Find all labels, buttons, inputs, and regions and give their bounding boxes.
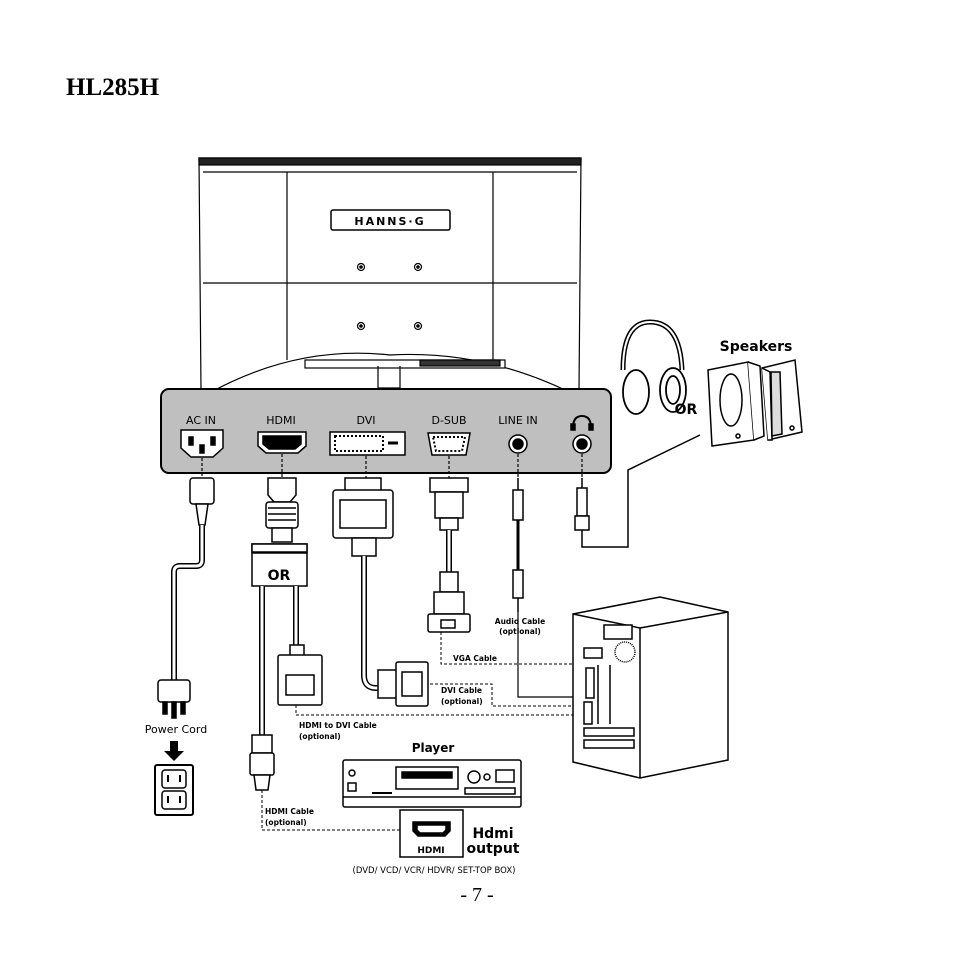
cable-routes bbox=[261, 632, 585, 831]
player-label: Player bbox=[412, 741, 455, 755]
audio-route bbox=[517, 612, 582, 698]
hdmi-cable-optional: (optional) bbox=[265, 818, 307, 827]
power-cord-label: Power Cord bbox=[145, 723, 207, 736]
or-label-cables: OR bbox=[268, 568, 291, 584]
hdmi-cable-end-plug bbox=[249, 734, 275, 791]
hdmi-to-dvi-label: HDMI to DVI Cable bbox=[299, 721, 377, 730]
or-box-cables bbox=[251, 552, 308, 587]
port-label-line-in: LINE IN bbox=[498, 414, 538, 427]
port-panel bbox=[160, 388, 612, 474]
hdmi-to-dvi-optional: (optional) bbox=[299, 732, 341, 741]
player-types-label: (DVD/ VCD/ VCR/ HDVR/ SET-TOP BOX) bbox=[353, 866, 516, 876]
headphones-icon bbox=[620, 319, 687, 415]
page-title: HL285H bbox=[66, 74, 160, 101]
ac-in-port bbox=[180, 429, 224, 458]
speakers-icon bbox=[707, 359, 803, 447]
computer-tower-icon bbox=[572, 596, 729, 779]
or-label-audio: OR bbox=[675, 402, 698, 418]
vga-cable bbox=[427, 477, 471, 633]
d-sub-port bbox=[427, 432, 471, 456]
audio-cable bbox=[512, 478, 524, 612]
hdmi-output-port bbox=[399, 809, 464, 858]
power-cord bbox=[157, 477, 215, 719]
monitor-back bbox=[198, 157, 582, 391]
audio-cable-label: Audio Cable bbox=[495, 617, 545, 626]
arrow-down-icon bbox=[164, 741, 184, 761]
power-outlet-icon bbox=[154, 764, 194, 816]
port-label-dvi: DVI bbox=[356, 414, 375, 427]
dvi-port bbox=[329, 431, 406, 456]
dvi-cable bbox=[332, 477, 429, 707]
speaker-cable bbox=[574, 434, 701, 548]
hdmi-cable-label: HDMI Cable bbox=[265, 807, 314, 816]
brand-logo: HANNS·G bbox=[354, 215, 425, 228]
hdmi-output-label-1: Hdmi bbox=[472, 826, 513, 842]
dvi-cable-optional: (optional) bbox=[441, 697, 483, 706]
hdmi-cable bbox=[251, 477, 308, 553]
hdmi-port-label: HDMI bbox=[417, 846, 444, 856]
hdmi-to-dvi-plug bbox=[277, 644, 323, 706]
line-in-jack bbox=[508, 434, 528, 454]
port-label-hdmi: HDMI bbox=[266, 414, 295, 427]
player-device-icon bbox=[342, 759, 522, 808]
audio-cable-optional: (optional) bbox=[499, 627, 541, 636]
vga-cable-label: VGA Cable bbox=[453, 654, 497, 663]
page-number: - 7 - bbox=[460, 884, 494, 906]
headphone-jack bbox=[570, 414, 594, 454]
headphone-icon bbox=[572, 414, 592, 429]
hdmi-port bbox=[257, 431, 307, 454]
port-guide-lines bbox=[201, 454, 583, 478]
port-label-ac-in: AC IN bbox=[186, 414, 216, 427]
port-label-d-sub: D-SUB bbox=[431, 414, 466, 427]
hdmi-output-label-2: output bbox=[467, 841, 520, 857]
speakers-label: Speakers bbox=[720, 339, 793, 355]
dvi-cable-label: DVI Cable bbox=[441, 686, 482, 695]
